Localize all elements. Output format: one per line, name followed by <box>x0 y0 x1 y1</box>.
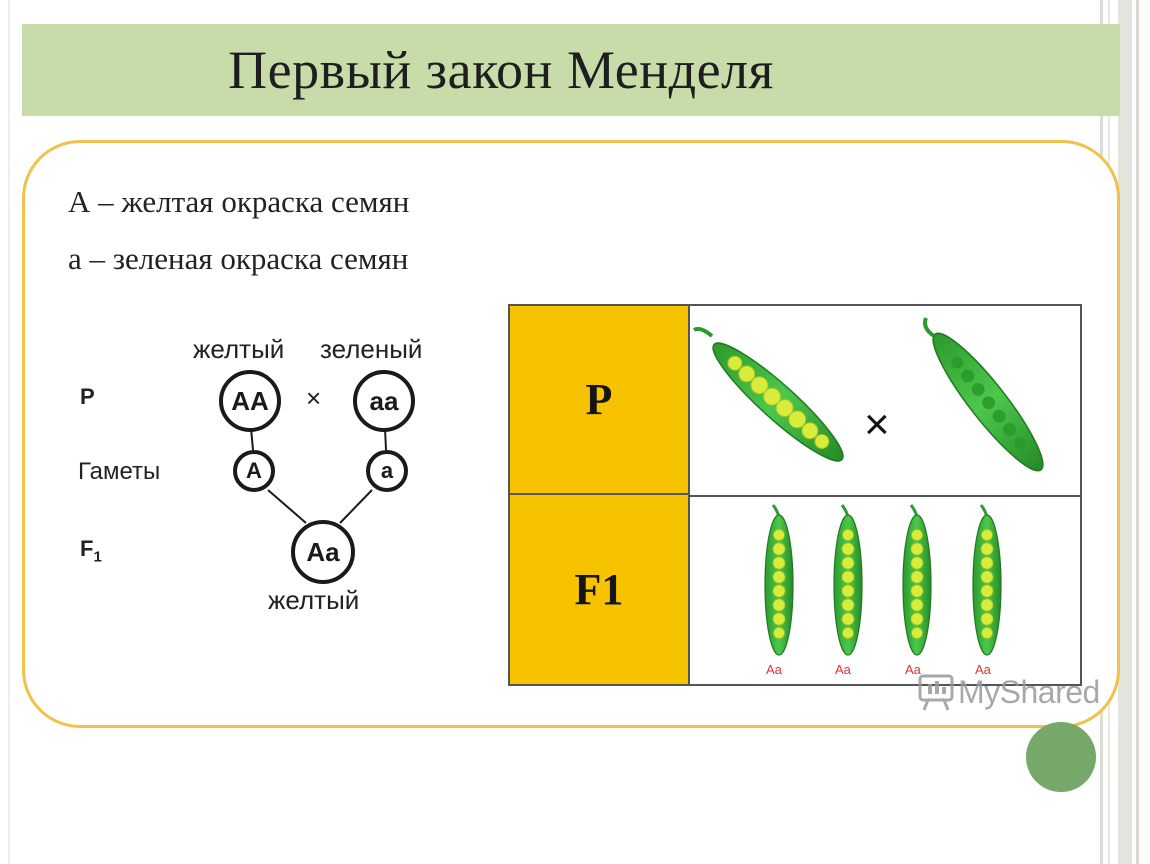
parent-pod-yellow-seeds <box>712 342 844 462</box>
row-label-f1: F1 <box>80 536 102 565</box>
right-edge-band <box>1118 0 1132 864</box>
phenotype-green-label: зеленый <box>320 334 423 364</box>
f1-pod-3 <box>902 504 932 656</box>
right-edge-line <box>1136 0 1139 864</box>
offspring-genotype-Aa: Aa <box>291 520 355 584</box>
f1-pod-2 <box>833 504 863 656</box>
parent-genotype-aa: aa <box>353 370 415 432</box>
offspring-phenotype-label: желтый <box>268 585 360 615</box>
parent-pod-green-seeds <box>932 332 1044 472</box>
row-label-gametes: Гаметы <box>78 458 161 485</box>
decorative-green-circle <box>1026 722 1096 792</box>
f1-genotype-label: Aa <box>975 662 991 677</box>
f1-pod-1 <box>764 504 794 656</box>
row-label-f1-subscript: 1 <box>93 548 102 566</box>
table-divider-horizontal <box>688 495 1080 497</box>
title-bar: Первый закон Менделя <box>22 24 1120 116</box>
gamete-a: a <box>366 450 408 492</box>
cross-sign-scheme: × <box>306 383 322 413</box>
f1-genotype-label: Aa <box>835 662 851 677</box>
table-row-label-p: P <box>510 306 688 495</box>
f1-pod-4 <box>972 504 1002 656</box>
f1-genotype-label: Aa <box>766 662 782 677</box>
myshared-watermark: MyShared <box>916 672 1100 712</box>
phenotype-yellow-label: желтый <box>193 334 285 364</box>
watermark-text: MyShared <box>958 673 1100 710</box>
left-edge-line <box>8 0 10 864</box>
f1-genotype-label: Aa <box>905 662 921 677</box>
table-row-label-f1: F1 <box>510 495 688 684</box>
row-label-f1-letter: F <box>80 536 94 561</box>
row-label-p: P <box>80 384 95 409</box>
parent-genotype-AA: AA <box>219 370 281 432</box>
presentation-screen-icon <box>918 674 954 711</box>
legend-dominant-allele: А – желтая окраска семян <box>68 184 410 219</box>
gamete-A: A <box>233 450 275 492</box>
cross-sign-table: × <box>864 400 890 449</box>
slide-title: Первый закон Менделя <box>228 40 774 100</box>
legend-recessive-allele: а – зеленая окраска семян <box>68 241 409 276</box>
pea-cross-table: P F1 <box>508 304 1082 686</box>
